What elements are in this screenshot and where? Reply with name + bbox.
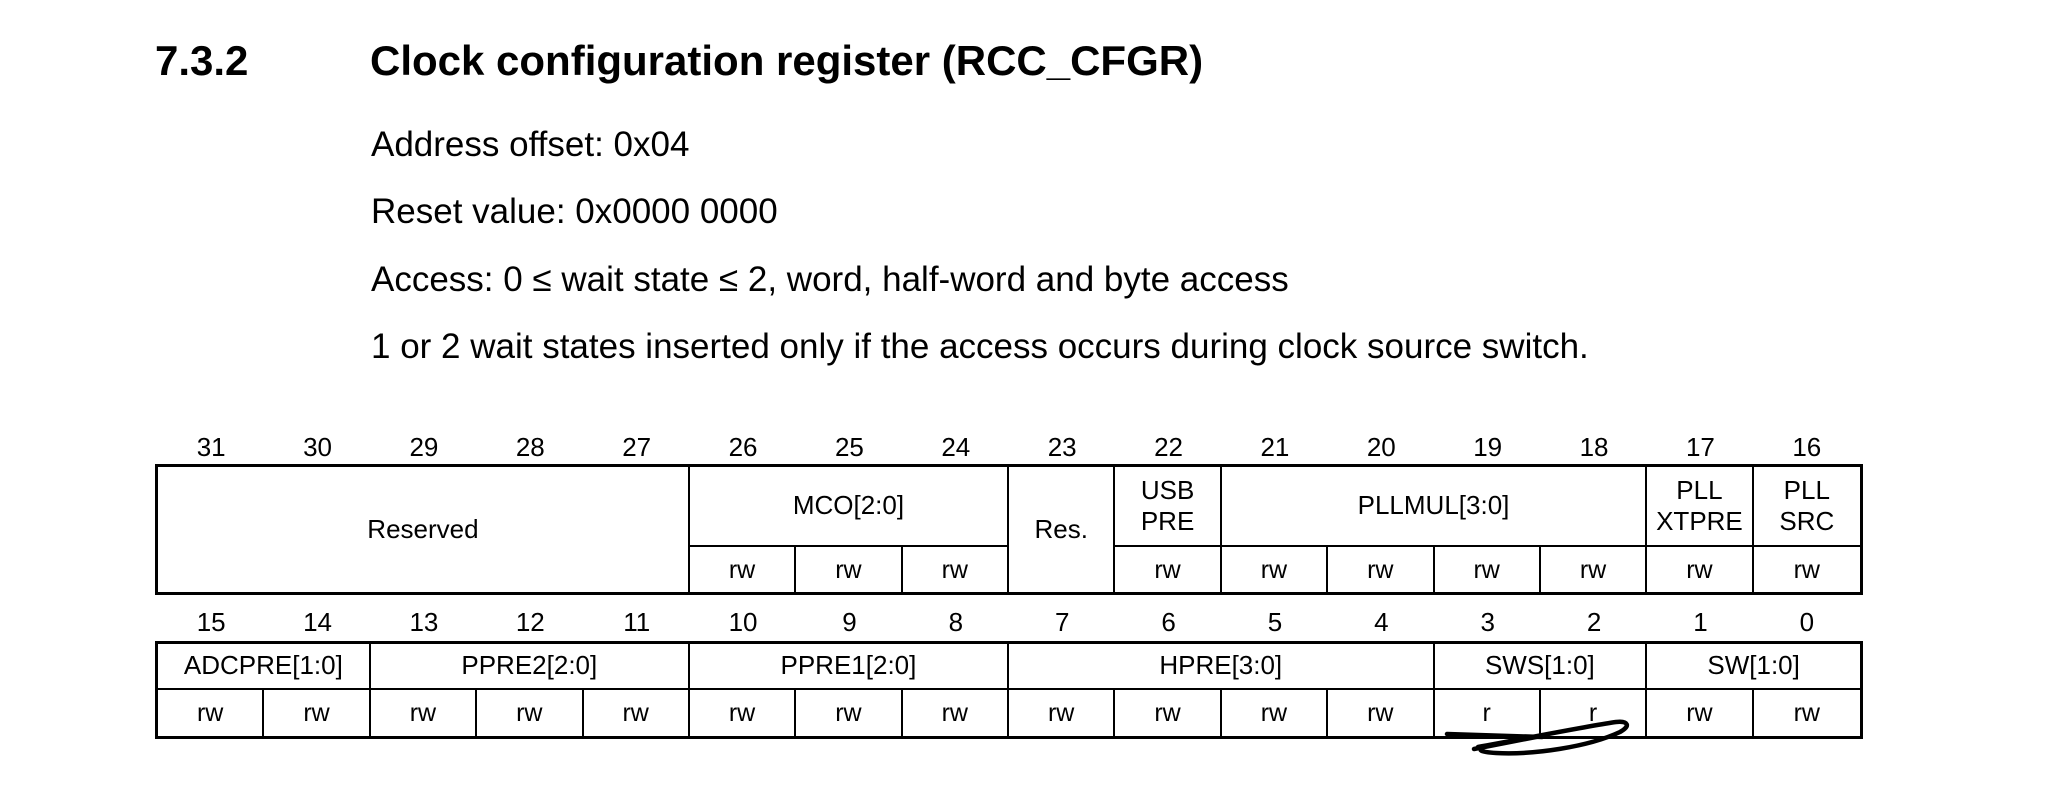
access-rw-bit-13: rw [370, 688, 478, 736]
section-title: Clock configuration register (RCC_CFGR) [370, 37, 1204, 84]
access-r-bit-3: r [1434, 688, 1541, 736]
bit-number-20: 20 [1366, 431, 1396, 462]
bit-number-24: 24 [941, 431, 971, 462]
access-rw-bit-5: rw [1221, 688, 1329, 736]
access-rw-bit-8: rw [902, 688, 1009, 736]
field-pll-src: PLL SRC [1779, 474, 1835, 536]
field-sw-1-0: SW[1:0] [1707, 650, 1800, 681]
access-rw-bit-21: rw [1221, 545, 1329, 592]
bit-number-29: 29 [409, 431, 439, 462]
bit-number-26: 26 [728, 431, 758, 462]
access-rw-bit-20: rw [1328, 545, 1435, 592]
reset-value-line: Reset value: 0x0000 0000 [371, 192, 778, 231]
access-rw-bit-11: rw [583, 688, 690, 736]
access-rw-bit-25: rw [796, 545, 903, 592]
bit-number-7: 7 [1054, 606, 1070, 637]
bit-number-1: 1 [1693, 606, 1708, 637]
access-r-bit-2: r [1540, 688, 1648, 736]
access-rw-bit-15: rw [158, 688, 265, 736]
bit-number-19: 19 [1473, 431, 1503, 462]
bit-number-15: 15 [196, 606, 226, 637]
bit-number-27: 27 [622, 431, 652, 462]
bit-number-28: 28 [515, 431, 545, 462]
access-rw-bit-19: rw [1434, 545, 1541, 592]
bit-number-3: 3 [1480, 606, 1495, 637]
bit-number-9: 9 [842, 606, 857, 637]
bit-number-12: 12 [515, 606, 545, 637]
bit-number-25: 25 [834, 431, 864, 462]
field-pllmul-3-0: PLLMUL[3:0] [1222, 467, 1648, 545]
bit-number-18: 18 [1579, 431, 1609, 462]
bit-number-2: 2 [1586, 606, 1602, 637]
bit-number-6: 6 [1161, 606, 1176, 637]
bit-number-0: 0 [1799, 606, 1815, 637]
field-pll-xtpre: PLL XTPRE [1647, 467, 1754, 545]
field-reserved: Reserved [158, 467, 690, 592]
access-rw-bit-9: rw [796, 688, 903, 736]
bit-number-11: 11 [623, 606, 651, 637]
bit-number-17: 17 [1685, 431, 1715, 462]
bit-number-4: 4 [1374, 606, 1389, 637]
access-rw-bit-18: rw [1540, 545, 1648, 592]
bit-number-31: 31 [196, 431, 226, 462]
bit-number-16: 16 [1792, 431, 1822, 462]
access-rw-bit-1: rw [1647, 688, 1754, 736]
bit-number-21: 21 [1260, 431, 1290, 462]
bit-number-13: 13 [409, 606, 439, 637]
bit-number-30: 30 [303, 431, 333, 462]
section-number: 7.3.2 [155, 37, 249, 84]
access-rw-bit-12: rw [477, 688, 584, 736]
access-rw-bit-24: rw [902, 545, 1009, 592]
field-res: Res. [1009, 467, 1116, 592]
access-rw-bit-0: rw [1753, 688, 1860, 736]
access-line: Access: 0 ≤ wait state ≤ 2, word, half-w… [371, 260, 1289, 299]
field-sws-1-0: SWS[1:0] [1435, 644, 1648, 688]
section-heading: 7.3.2 Clock configuration register (RCC_… [155, 36, 2048, 88]
field-adcpre-1-0: ADCPRE[1:0] [158, 644, 371, 688]
access-rw-bit-16: rw [1753, 545, 1860, 592]
field-hpre-3-0: HPRE[3:0] [1009, 644, 1435, 688]
access-rw-bit-10: rw [689, 688, 797, 736]
access-rw-bit-7: rw [1009, 688, 1116, 736]
access-rw-bit-17: rw [1647, 545, 1754, 592]
access-rw-bit-22: rw [1115, 545, 1222, 592]
bit-number-14: 14 [303, 606, 333, 637]
field-usb-pre: USB PRE [1115, 467, 1222, 545]
bit-number-22: 22 [1154, 431, 1184, 462]
access-rw-bit-14: rw [264, 688, 371, 736]
register-table-bits-15-0: ADCPRE[1:0]PPRE2[2:0]PPRE1[2:0]HPRE[3:0]… [155, 641, 1863, 739]
wait-states-line: 1 or 2 wait states inserted only if the … [371, 327, 1589, 366]
bit-numbers-row-31-16: 31 30 29 28 27 26 25 24 23 22 21 20 19 18 17 16 [155, 430, 1863, 464]
bit-number-10: 10 [728, 606, 758, 637]
bit-number-23: 23 [1047, 431, 1077, 462]
access-rw-bit-6: rw [1115, 688, 1222, 736]
bit-number-5: 5 [1267, 606, 1283, 637]
field-ppre1-2-0: PPRE1[2:0] [690, 644, 1009, 688]
access-rw-bit-26: rw [689, 545, 797, 592]
bit-number-8: 8 [948, 606, 964, 637]
address-offset-line: Address offset: 0x04 [371, 125, 690, 164]
access-rw-bit-4: rw [1328, 688, 1435, 736]
field-ppre2-2-0: PPRE2[2:0] [371, 644, 690, 688]
field-mco-2-0: MCO[2:0] [690, 467, 1009, 545]
